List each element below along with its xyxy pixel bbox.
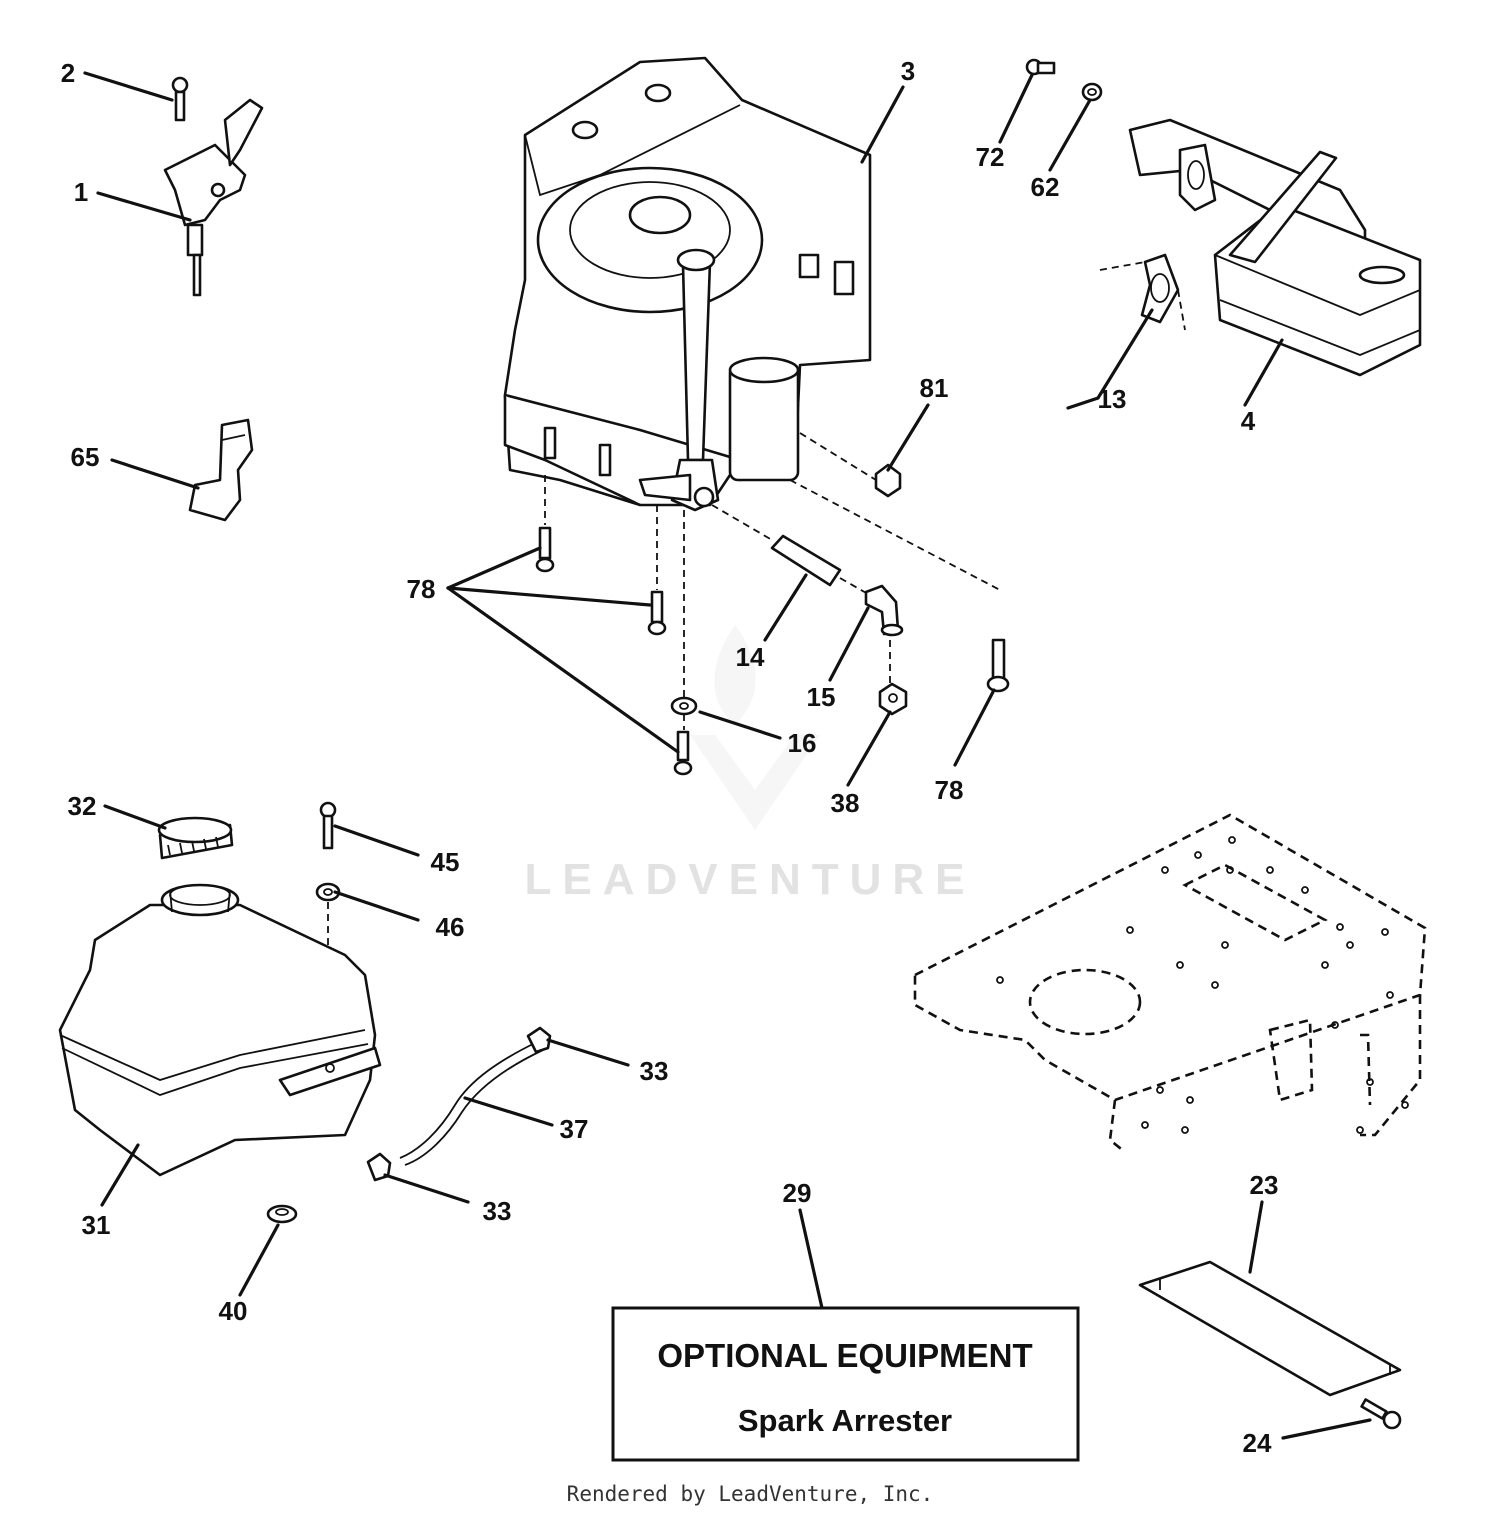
- optional-equipment-box: OPTIONAL EQUIPMENT Spark Arrester: [611, 1306, 1080, 1462]
- footer-credit: Rendered by LeadVenture, Inc.: [566, 1482, 934, 1506]
- watermark: LEADVENTURE: [524, 625, 975, 904]
- part-label-2: 2: [61, 58, 75, 88]
- part-label-14: 14: [736, 642, 765, 672]
- nut-part-38: [878, 682, 908, 716]
- chassis-frame: [913, 813, 1427, 1154]
- part-label-23: 23: [1250, 1170, 1279, 1200]
- part-label-81: 81: [920, 373, 949, 403]
- bolts-part-78: [535, 475, 1010, 776]
- watermark-text: LEADVENTURE: [524, 855, 975, 904]
- leader-lines: [83, 71, 1372, 1440]
- bolt-part-72: [1025, 58, 1056, 76]
- part-label-46: 46: [436, 912, 465, 942]
- part-label-78-a: 78: [407, 574, 436, 604]
- part-label-1: 1: [74, 177, 88, 207]
- optional-equipment-title: OPTIONAL EQUIPMENT: [657, 1337, 1032, 1374]
- screw-part-45: [319, 801, 337, 850]
- screw-part-2: [171, 76, 189, 122]
- fuel-line-part-37: [399, 1041, 544, 1166]
- watermark-logo-icon: [690, 625, 820, 830]
- washer-part-62: [1081, 82, 1103, 102]
- clamp-part-33-upper: [526, 1026, 552, 1054]
- part-label-16: 16: [788, 728, 817, 758]
- part-label-13: 13: [1098, 384, 1127, 414]
- part-label-33-lower: 33: [483, 1196, 512, 1226]
- part-label-3: 3: [901, 56, 915, 86]
- part-label-40: 40: [219, 1296, 248, 1326]
- grommet-part-40: [266, 1204, 298, 1224]
- part-label-62: 62: [1031, 172, 1060, 202]
- muffler-part-4: [1128, 118, 1422, 377]
- part-label-24: 24: [1243, 1428, 1272, 1458]
- part-label-29: 29: [783, 1178, 812, 1208]
- part-label-31: 31: [82, 1210, 111, 1240]
- optional-equipment-subtitle: Spark Arrester: [738, 1403, 952, 1438]
- part-label-37: 37: [560, 1114, 589, 1144]
- engine-part-3: [503, 56, 872, 512]
- part-label-33-upper: 33: [640, 1056, 669, 1086]
- part-label-78-b: 78: [935, 775, 964, 805]
- bracket-part-65: [188, 418, 254, 522]
- fuel-tank-part-31: [58, 883, 382, 1177]
- gasket-part-13: [1099, 253, 1186, 331]
- part-label-15: 15: [807, 682, 836, 712]
- fuel-cap-part-32: [157, 816, 234, 860]
- part-label-32: 32: [68, 791, 97, 821]
- part-label-38: 38: [831, 788, 860, 818]
- part-label-72: 72: [976, 142, 1005, 172]
- shield-part-23: [1138, 1260, 1402, 1397]
- nut-part-81: [799, 432, 902, 498]
- elbow-part-15: [864, 584, 904, 685]
- nipple-part-14: [711, 504, 869, 595]
- part-label-65: 65: [71, 442, 100, 472]
- part-labels: 2 1 65 3 72 62 13 4 81 78 14 15 16 38 78…: [61, 56, 1279, 1458]
- part-label-4: 4: [1241, 406, 1256, 436]
- part-label-45: 45: [431, 847, 460, 877]
- throttle-control-part-1: [163, 98, 264, 297]
- screw-part-24: [1360, 1398, 1402, 1430]
- washer-part-16: [670, 696, 698, 716]
